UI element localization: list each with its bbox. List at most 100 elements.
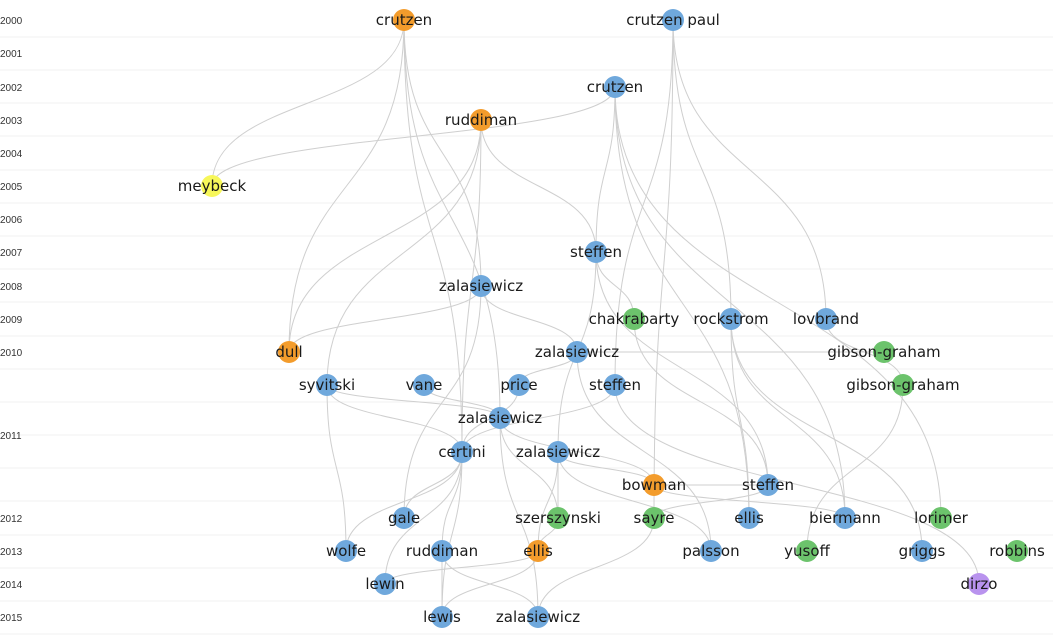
- graph-node[interactable]: steffen: [742, 474, 794, 496]
- node-dot[interactable]: [547, 441, 569, 463]
- citation-edge: [326, 384, 463, 453]
- node-label: dirzo: [961, 575, 998, 593]
- graph-node[interactable]: gale: [388, 507, 420, 529]
- node-dot[interactable]: [1006, 540, 1028, 562]
- graph-node[interactable]: griggs: [899, 540, 946, 562]
- graph-node[interactable]: meybeck: [178, 175, 247, 197]
- graph-node[interactable]: lewis: [423, 606, 461, 628]
- citation-edge: [825, 318, 904, 386]
- node-dot[interactable]: [930, 507, 952, 529]
- node-label: rockstrom: [693, 310, 768, 328]
- graph-node[interactable]: gibson-graham: [846, 374, 960, 396]
- year-label: 2005: [0, 182, 23, 193]
- graph-node[interactable]: price: [500, 374, 538, 396]
- node-dot[interactable]: [815, 308, 837, 330]
- node-dot[interactable]: [527, 540, 549, 562]
- graph-node[interactable]: wolfe: [326, 540, 366, 562]
- citation-edge: [537, 451, 559, 552]
- graph-node[interactable]: palsson: [682, 540, 740, 562]
- node-dot[interactable]: [278, 341, 300, 363]
- node-dot[interactable]: [316, 374, 338, 396]
- graph-node[interactable]: lovbrand: [793, 308, 859, 330]
- graph-node[interactable]: biermann: [809, 507, 881, 529]
- graph-node[interactable]: dull: [275, 341, 303, 363]
- node-dot[interactable]: [413, 374, 435, 396]
- node-dot[interactable]: [585, 241, 607, 263]
- graph-node[interactable]: vane: [406, 374, 443, 396]
- node-dot[interactable]: [796, 540, 818, 562]
- graph-node[interactable]: lewin: [365, 573, 405, 595]
- graph-node[interactable]: syvitski: [299, 374, 355, 396]
- year-label: 2010: [0, 348, 23, 359]
- graph-node[interactable]: steffen: [589, 374, 641, 396]
- node-dot[interactable]: [335, 540, 357, 562]
- citation-edge: [403, 19, 482, 287]
- node-dot[interactable]: [604, 374, 626, 396]
- node-label: griggs: [899, 542, 946, 560]
- graph-node[interactable]: ruddiman: [445, 109, 517, 131]
- graph-node[interactable]: zalasiewicz: [535, 341, 619, 363]
- node-dot[interactable]: [892, 374, 914, 396]
- graph-node[interactable]: dirzo: [961, 573, 998, 595]
- graph-node[interactable]: chakrabarty: [589, 308, 680, 330]
- graph-node[interactable]: bowman: [622, 474, 686, 496]
- node-dot[interactable]: [738, 507, 760, 529]
- graph-node[interactable]: gibson-graham: [827, 341, 941, 363]
- node-dot[interactable]: [873, 341, 895, 363]
- citation-edge: [211, 19, 405, 187]
- node-dot[interactable]: [431, 540, 453, 562]
- node-dot[interactable]: [470, 109, 492, 131]
- node-dot[interactable]: [431, 606, 453, 628]
- node-dot[interactable]: [547, 507, 569, 529]
- node-dot[interactable]: [527, 606, 549, 628]
- graph-node[interactable]: szerszynski: [515, 507, 601, 529]
- node-dot[interactable]: [643, 474, 665, 496]
- node-dot[interactable]: [911, 540, 933, 562]
- node-dot[interactable]: [720, 308, 742, 330]
- graph-node[interactable]: rockstrom: [693, 308, 769, 330]
- graph-node[interactable]: crutzen paul: [626, 9, 720, 31]
- node-dot[interactable]: [604, 76, 626, 98]
- graph-node[interactable]: steffen: [570, 241, 622, 263]
- node-dot[interactable]: [968, 573, 990, 595]
- citation-edge: [288, 285, 482, 353]
- node-dot[interactable]: [566, 341, 588, 363]
- citation-edge: [614, 86, 942, 519]
- graph-node[interactable]: ruddiman: [406, 540, 478, 562]
- citation-edge: [806, 384, 904, 552]
- graph-node[interactable]: crutzen: [376, 9, 432, 31]
- graph-node[interactable]: sayre: [634, 507, 675, 529]
- node-label: ellis: [734, 509, 764, 527]
- node-dot[interactable]: [393, 9, 415, 31]
- citation-edge: [499, 417, 559, 519]
- graph-node[interactable]: zalasiewicz: [516, 441, 600, 463]
- graph-node[interactable]: yusoff: [784, 540, 831, 562]
- graph-node[interactable]: robbins: [989, 540, 1045, 562]
- graph-node[interactable]: zalasiewicz: [458, 407, 542, 429]
- graph-node[interactable]: certini: [438, 441, 486, 463]
- citation-edge: [288, 119, 482, 353]
- node-dot[interactable]: [470, 275, 492, 297]
- graph-node[interactable]: zalasiewicz: [496, 606, 580, 628]
- edge-layer: [211, 19, 980, 618]
- node-dot[interactable]: [393, 507, 415, 529]
- node-dot[interactable]: [834, 507, 856, 529]
- node-dot[interactable]: [508, 374, 530, 396]
- graph-node[interactable]: ellis: [523, 540, 553, 562]
- node-dot[interactable]: [201, 175, 223, 197]
- graph-node[interactable]: lorimer: [914, 507, 969, 529]
- citation-edge: [211, 86, 616, 187]
- node-dot[interactable]: [662, 9, 684, 31]
- node-dot[interactable]: [489, 407, 511, 429]
- node-dot[interactable]: [643, 507, 665, 529]
- node-dot[interactable]: [451, 441, 473, 463]
- node-dot[interactable]: [374, 573, 396, 595]
- graph-node[interactable]: ellis: [734, 507, 764, 529]
- graph-node[interactable]: zalasiewicz: [439, 275, 523, 297]
- node-label: lewin: [365, 575, 404, 593]
- node-dot[interactable]: [757, 474, 779, 496]
- node-dot[interactable]: [700, 540, 722, 562]
- graph-node[interactable]: crutzen: [587, 76, 643, 98]
- node-dot[interactable]: [623, 308, 645, 330]
- citation-edge: [614, 86, 750, 519]
